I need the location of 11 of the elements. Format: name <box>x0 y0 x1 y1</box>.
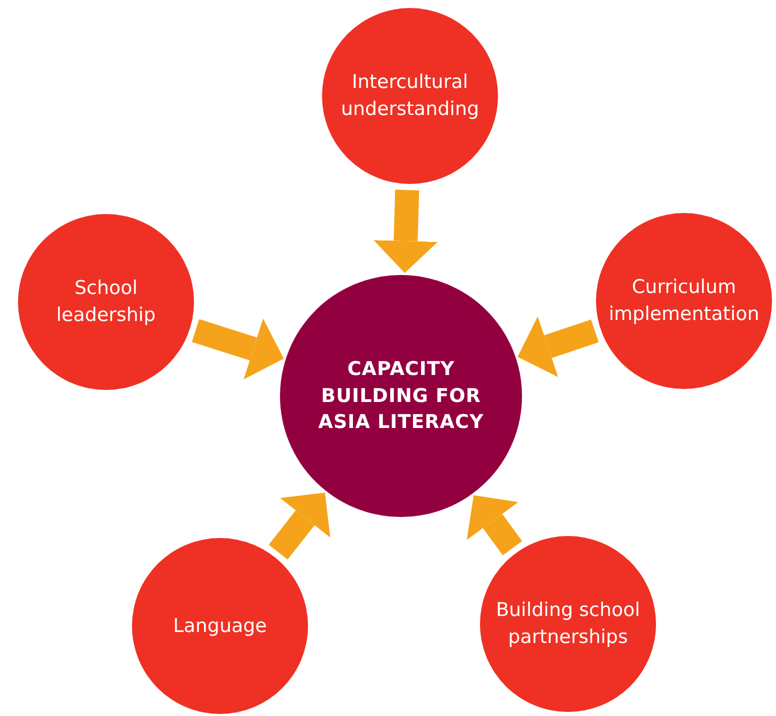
hub-title: CAPACITY BUILDING FOR ASIA LITERACY <box>317 357 485 436</box>
topic-label: Intercultural understanding <box>340 70 480 122</box>
block-arrow <box>192 318 284 380</box>
block-arrow <box>374 190 438 274</box>
topic-label: School leadership <box>55 276 157 328</box>
block-arrow <box>268 492 330 560</box>
block-arrow <box>466 495 522 556</box>
topic-label: Curriculum implementation <box>608 275 760 327</box>
topic-label: Building school partnerships <box>494 598 642 650</box>
topic-label: Language <box>173 614 267 639</box>
block-arrow <box>518 316 599 377</box>
